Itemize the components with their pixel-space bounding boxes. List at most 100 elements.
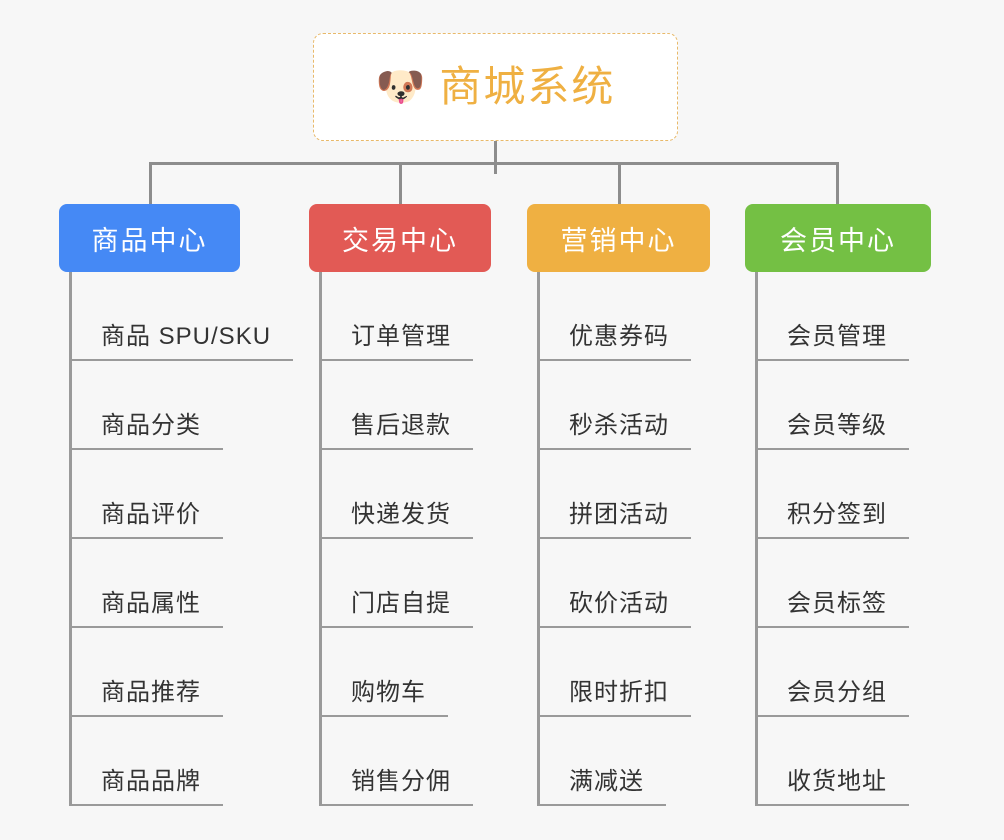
- connector-drop-0: [149, 162, 152, 207]
- leaf-connector: [319, 537, 349, 539]
- branch-trunk-3: [755, 272, 758, 806]
- leaf-label: 优惠券码: [563, 322, 691, 361]
- list-item[interactable]: 售后退款: [309, 361, 491, 450]
- list-item[interactable]: 购物车: [309, 628, 491, 717]
- leaf-label: 积分签到: [781, 500, 909, 539]
- leaf-connector: [537, 448, 567, 450]
- leaf-label: 拼团活动: [563, 500, 691, 539]
- leaf-label: 购物车: [345, 678, 448, 717]
- leaf-connector: [69, 359, 99, 361]
- branch-marketing-center: 营销中心 优惠券码 秒杀活动 拼团活动 砍价活动 限时折扣: [527, 204, 710, 806]
- connector-drop-3: [836, 162, 839, 207]
- leaf-connector: [319, 359, 349, 361]
- leaf-label: 门店自提: [345, 589, 473, 628]
- branch-label-0: 商品中心: [91, 225, 208, 256]
- leaf-label: 商品分类: [95, 411, 223, 450]
- root-title: 商城系统: [439, 63, 616, 110]
- list-item[interactable]: 会员管理: [745, 272, 931, 361]
- list-item[interactable]: 收货地址: [745, 717, 931, 806]
- leaf-connector: [755, 804, 785, 806]
- branch-items-1: 订单管理 售后退款 快递发货 门店自提 购物车 销售分佣: [309, 272, 491, 806]
- leaf-label: 限时折扣: [563, 678, 691, 717]
- list-item[interactable]: 会员标签: [745, 539, 931, 628]
- leaf-label: 售后退款: [345, 411, 473, 450]
- list-item[interactable]: 满减送: [527, 717, 710, 806]
- list-item[interactable]: 会员等级: [745, 361, 931, 450]
- branch-label-3: 会员中心: [780, 225, 896, 256]
- leaf-connector: [537, 626, 567, 628]
- leaf-label: 会员标签: [781, 589, 909, 628]
- list-item[interactable]: 销售分佣: [309, 717, 491, 806]
- leaf-label: 商品评价: [95, 500, 223, 539]
- branch-header-1[interactable]: 交易中心: [309, 204, 491, 272]
- leaf-connector: [69, 715, 99, 717]
- branch-header-2[interactable]: 营销中心: [527, 204, 710, 272]
- list-item[interactable]: 优惠券码: [527, 272, 710, 361]
- leaf-label: 收货地址: [781, 767, 909, 806]
- leaf-connector: [69, 537, 99, 539]
- leaf-label: 会员管理: [781, 322, 909, 361]
- leaf-connector: [537, 804, 567, 806]
- list-item[interactable]: 积分签到: [745, 450, 931, 539]
- list-item[interactable]: 砍价活动: [527, 539, 710, 628]
- leaf-connector: [319, 804, 349, 806]
- leaf-connector: [319, 626, 349, 628]
- leaf-label: 商品 SPU/SKU: [95, 322, 294, 361]
- branch-items-3: 会员管理 会员等级 积分签到 会员标签 会员分组 收货地址: [745, 272, 931, 806]
- leaf-connector: [69, 804, 99, 806]
- list-item[interactable]: 商品评价: [59, 450, 293, 539]
- leaf-connector: [537, 715, 567, 717]
- leaf-label: 商品品牌: [95, 767, 223, 806]
- leaf-connector: [319, 448, 349, 450]
- branch-items-2: 优惠券码 秒杀活动 拼团活动 砍价活动 限时折扣 满减送: [527, 272, 710, 806]
- connector-root-stem: [494, 141, 497, 174]
- leaf-connector: [755, 715, 785, 717]
- leaf-label: 砍价活动: [563, 589, 691, 628]
- list-item[interactable]: 门店自提: [309, 539, 491, 628]
- branch-trunk-0: [69, 272, 72, 806]
- leaf-connector: [537, 537, 567, 539]
- leaf-label: 会员等级: [781, 411, 909, 450]
- leaf-connector: [755, 359, 785, 361]
- leaf-label: 秒杀活动: [563, 411, 691, 450]
- leaf-label: 商品推荐: [95, 678, 223, 717]
- branch-product-center: 商品中心 商品 SPU/SKU 商品分类 商品评价 商品属性 商品推荐: [59, 204, 294, 806]
- dog-face-icon: 🐶: [375, 65, 426, 109]
- leaf-label: 快递发货: [345, 500, 473, 539]
- leaf-connector: [755, 626, 785, 628]
- leaf-connector: [755, 448, 785, 450]
- list-item[interactable]: 快递发货: [309, 450, 491, 539]
- list-item[interactable]: 商品品牌: [59, 717, 293, 806]
- leaf-connector: [755, 537, 785, 539]
- branch-trunk-1: [319, 272, 322, 806]
- branch-header-3[interactable]: 会员中心: [745, 204, 931, 272]
- connector-drop-2: [618, 162, 621, 207]
- branch-trunk-2: [537, 272, 540, 806]
- list-item[interactable]: 商品 SPU/SKU: [59, 272, 294, 361]
- list-item[interactable]: 商品推荐: [59, 628, 293, 717]
- leaf-label: 订单管理: [345, 322, 473, 361]
- list-item[interactable]: 商品属性: [59, 539, 293, 628]
- leaf-connector: [537, 359, 567, 361]
- leaf-label: 满减送: [563, 767, 666, 806]
- list-item[interactable]: 会员分组: [745, 628, 931, 717]
- branch-items-0: 商品 SPU/SKU 商品分类 商品评价 商品属性 商品推荐 商品品牌: [59, 272, 294, 806]
- list-item[interactable]: 拼团活动: [527, 450, 710, 539]
- branch-header-0[interactable]: 商品中心: [59, 204, 240, 272]
- leaf-label: 销售分佣: [345, 767, 473, 806]
- leaf-connector: [69, 626, 99, 628]
- root-node[interactable]: 🐶 商城系统: [313, 33, 678, 141]
- branch-label-1: 交易中心: [342, 225, 458, 256]
- list-item[interactable]: 订单管理: [309, 272, 491, 361]
- branch-label-2: 营销中心: [560, 225, 677, 256]
- branch-member-center: 会员中心 会员管理 会员等级 积分签到 会员标签 会员分组: [745, 204, 931, 806]
- leaf-label: 会员分组: [781, 678, 909, 717]
- list-item[interactable]: 商品分类: [59, 361, 293, 450]
- branch-trade-center: 交易中心 订单管理 售后退款 快递发货 门店自提 购物车: [309, 204, 491, 806]
- list-item[interactable]: 限时折扣: [527, 628, 710, 717]
- leaf-label: 商品属性: [95, 589, 223, 628]
- connector-drop-1: [399, 162, 402, 207]
- leaf-connector: [69, 448, 99, 450]
- list-item[interactable]: 秒杀活动: [527, 361, 710, 450]
